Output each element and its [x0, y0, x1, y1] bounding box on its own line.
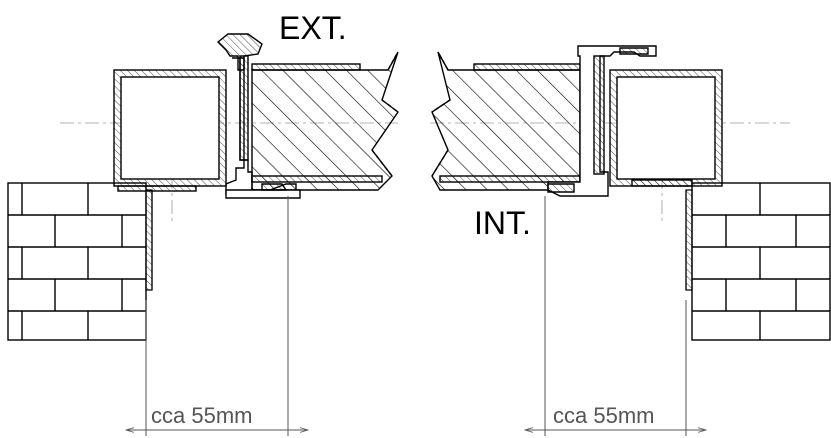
- dimension-right-value: cca 55mm: [553, 403, 655, 428]
- wall-seal-right: [685, 189, 693, 291]
- frame-tube-right: [609, 69, 723, 187]
- dimension-right: [525, 196, 706, 436]
- brick-wall-left: [7, 182, 147, 341]
- brick-wall-right: [691, 182, 831, 341]
- wall-seal-left: [145, 189, 153, 291]
- exterior-label: EXT.: [279, 10, 347, 46]
- dimension-left-value: cca 55mm: [151, 403, 253, 428]
- frame-tube-left: [113, 69, 227, 192]
- door-leaf-left: [251, 51, 399, 191]
- interior-label: INT.: [474, 205, 531, 241]
- door-leaf-right: [431, 51, 581, 191]
- door-profile-right: [547, 45, 657, 197]
- door-profile-left: [216, 33, 301, 199]
- dimension-left: [126, 196, 308, 436]
